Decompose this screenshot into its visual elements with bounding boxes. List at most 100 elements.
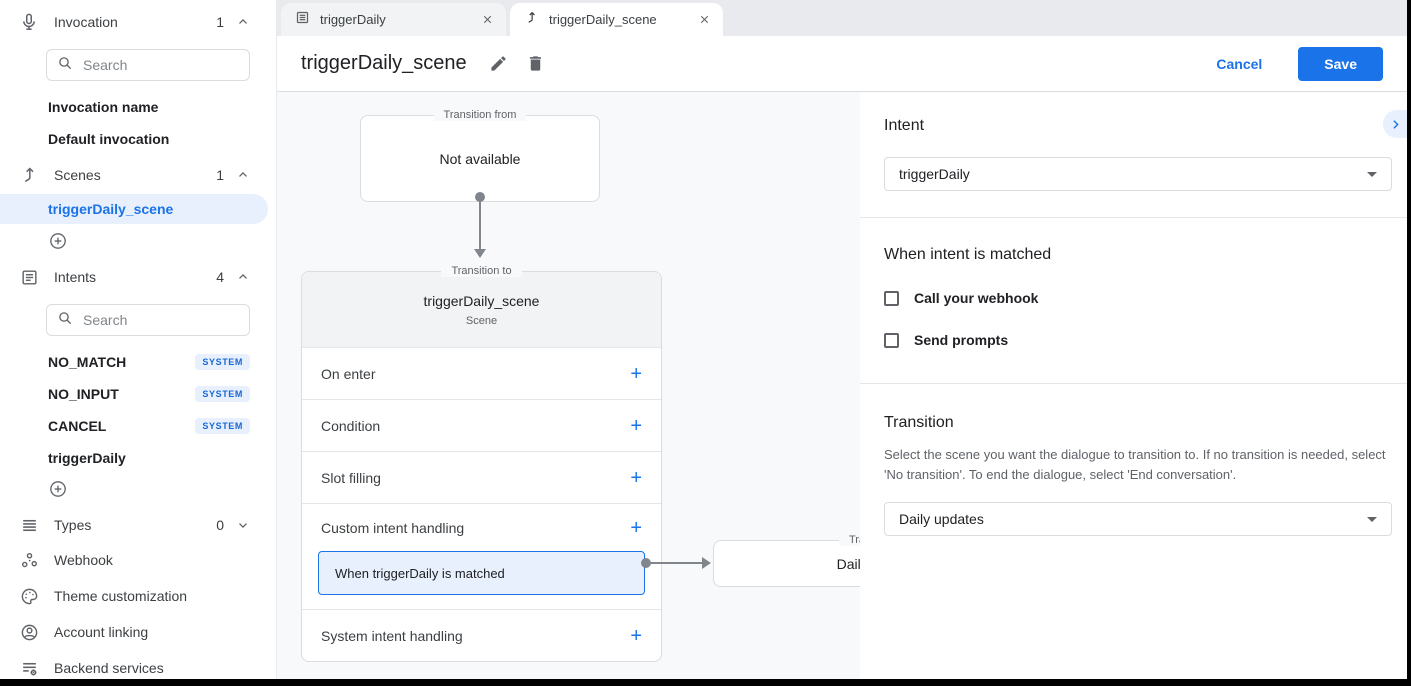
sidebar-item-backend-services[interactable]: Backend services: [0, 650, 276, 679]
add-icon[interactable]: +: [630, 466, 642, 489]
connector-dot: [475, 192, 485, 202]
close-icon[interactable]: [698, 13, 711, 26]
transition-description: Select the scene you want the dialogue t…: [884, 447, 1386, 483]
intent-select[interactable]: triggerDaily: [884, 157, 1392, 191]
connector-line: [649, 562, 702, 564]
sidebar-section-scenes[interactable]: Scenes 1: [0, 158, 276, 192]
search-icon: [57, 310, 73, 331]
sidebar-item-theme-customization[interactable]: Theme customization: [0, 578, 276, 614]
sidebar-item-no-input[interactable]: NO_INPUT SYSTEM: [0, 378, 276, 410]
transition-from-node[interactable]: Transition from Not available: [360, 109, 600, 202]
add-icon[interactable]: +: [630, 624, 642, 647]
palette-icon: [18, 585, 40, 607]
scene-icon: [18, 164, 40, 186]
save-button[interactable]: Save: [1298, 46, 1383, 81]
system-badge: SYSTEM: [195, 418, 250, 434]
account-icon: [18, 621, 40, 643]
system-badge: SYSTEM: [195, 354, 250, 370]
scene-node[interactable]: Transition to triggerDaily_scene Scene O…: [301, 265, 662, 662]
collapse-panel-button[interactable]: [1383, 110, 1407, 138]
add-intent-button[interactable]: [0, 474, 276, 508]
cancel-button[interactable]: Cancel: [1216, 55, 1263, 72]
scene-diagram-canvas[interactable]: Transition from Not available Transition…: [277, 92, 860, 679]
row-on-enter[interactable]: On enter +: [302, 347, 661, 399]
edit-icon[interactable]: [489, 54, 508, 73]
row-slot-filling[interactable]: Slot filling +: [302, 451, 661, 503]
transition-select[interactable]: Daily updates: [884, 502, 1392, 537]
main-area: triggerDaily triggerDaily_scene tri: [277, 0, 1407, 679]
page-title: triggerDaily_scene: [301, 52, 467, 74]
call-webhook-checkbox-row[interactable]: Call your webhook: [884, 290, 1392, 306]
delete-icon[interactable]: [526, 54, 545, 73]
section-count: 4: [216, 269, 224, 285]
system-badge: SYSTEM: [195, 386, 250, 402]
sidebar-item-invocation-name[interactable]: Invocation name: [48, 99, 159, 115]
checkbox-icon[interactable]: [884, 290, 899, 306]
add-icon[interactable]: +: [630, 414, 642, 437]
sidebar-item-webhook[interactable]: Webhook: [0, 542, 276, 578]
scene-node-header: triggerDaily_scene Scene: [302, 272, 661, 347]
tab-triggerdaily-scene[interactable]: triggerDaily_scene: [510, 3, 723, 36]
tab-label: triggerDaily: [320, 12, 386, 27]
webhook-icon: [18, 549, 40, 571]
intent-icon: [295, 10, 310, 30]
transition-target-node[interactable]: Transition to Daily updates: [713, 534, 860, 587]
sidebar-item-cancel[interactable]: CANCEL SYSTEM: [0, 410, 276, 442]
plus-circle-icon: [48, 231, 68, 256]
matched-heading: When intent is matched: [884, 246, 1052, 263]
search-icon: [57, 55, 73, 76]
scene-icon: [524, 10, 539, 30]
microphone-icon: [18, 11, 40, 33]
invocation-search[interactable]: [46, 49, 250, 81]
sidebar-item-triggerdaily[interactable]: triggerDaily: [48, 450, 126, 466]
intents-search-input[interactable]: [83, 312, 223, 328]
arrow-down: [474, 249, 486, 258]
tab-bar: triggerDaily triggerDaily_scene: [277, 0, 1407, 36]
transition-select-value: Daily updates: [899, 511, 984, 528]
chevron-down-icon[interactable]: [236, 518, 250, 532]
section-count: 0: [216, 517, 224, 533]
sidebar-item-account-linking[interactable]: Account linking: [0, 614, 276, 650]
section-count: 1: [216, 14, 224, 30]
row-system-intent-handling[interactable]: System intent handling +: [302, 609, 661, 661]
chevron-up-icon[interactable]: [236, 168, 250, 182]
row-custom-intent-handling[interactable]: Custom intent handling +: [302, 503, 661, 551]
dropdown-caret-icon: [1367, 516, 1377, 522]
chevron-up-icon[interactable]: [236, 270, 250, 284]
row-condition[interactable]: Condition +: [302, 399, 661, 451]
chevron-up-icon[interactable]: [236, 15, 250, 29]
section-label: Scenes: [54, 167, 101, 183]
sidebar-section-intents[interactable]: Intents 4: [0, 260, 276, 294]
sidebar-section-types[interactable]: Types 0: [0, 508, 276, 542]
tab-triggerdaily[interactable]: triggerDaily: [281, 3, 506, 36]
transition-heading: Transition: [884, 414, 954, 431]
close-icon[interactable]: [481, 13, 494, 26]
scene-node-title: triggerDaily_scene: [423, 293, 540, 309]
types-icon: [18, 514, 40, 536]
intent-icon: [18, 266, 40, 288]
custom-intent-section: Custom intent handling + When triggerDai…: [302, 503, 661, 609]
sidebar: Invocation 1 Invocation name Default inv…: [0, 0, 277, 679]
intents-search[interactable]: [46, 304, 250, 336]
tab-label: triggerDaily_scene: [549, 12, 657, 27]
sidebar-item-default-invocation[interactable]: Default invocation: [48, 131, 170, 147]
sidebar-section-invocation[interactable]: Invocation 1: [0, 5, 276, 39]
add-icon[interactable]: +: [630, 516, 642, 539]
send-prompts-checkbox-row[interactable]: Send prompts: [884, 332, 1392, 348]
section-label: Types: [54, 517, 92, 533]
divider: [860, 217, 1407, 218]
sidebar-item-no-match[interactable]: NO_MATCH SYSTEM: [0, 346, 276, 378]
window-bottom-border: [0, 679, 1411, 686]
add-scene-button[interactable]: [0, 226, 276, 260]
dropdown-caret-icon: [1367, 171, 1377, 177]
section-label: Invocation: [54, 14, 118, 30]
sidebar-item-triggerdaily-scene[interactable]: triggerDaily_scene: [0, 194, 268, 224]
connector-line: [479, 200, 481, 250]
add-icon[interactable]: +: [630, 362, 642, 385]
services-gear-icon: [18, 657, 40, 679]
window-right-border: [1407, 0, 1411, 686]
intent-handler-when-triggerdaily-matched[interactable]: When triggerDaily is matched: [318, 551, 645, 595]
checkbox-icon[interactable]: [884, 332, 899, 348]
invocation-search-input[interactable]: [83, 57, 223, 73]
section-count: 1: [216, 167, 224, 183]
